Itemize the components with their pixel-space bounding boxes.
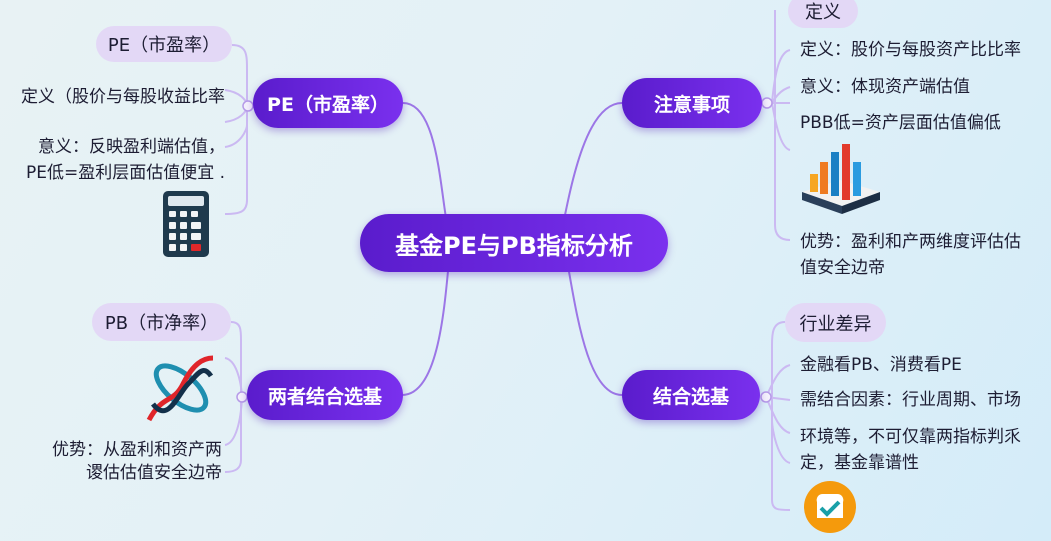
pill-label: 行业差异 — [799, 313, 872, 335]
junction-both — [236, 391, 248, 403]
node-label: 两者结合选基 — [267, 385, 382, 408]
pill-label: 定义 — [805, 2, 841, 23]
combine-factors: 需结合因素：行业周期、市场 — [800, 390, 1021, 410]
notes-low: PBB低=资产层面估值偏低 — [800, 113, 1001, 133]
junction-combine — [760, 391, 772, 403]
branch-pe — [224, 44, 248, 215]
center-node[interactable]: 基金PE与PB指标分析 — [360, 214, 668, 272]
sub-node-pe[interactable]: PE（市盈率） — [96, 26, 232, 62]
junction-notes — [761, 97, 773, 109]
calculator-icon — [163, 191, 209, 257]
node-label: PE（市盈率） — [267, 93, 389, 116]
dna-icon — [146, 355, 214, 422]
checklist-icon — [804, 481, 856, 533]
junction-pe — [242, 100, 254, 112]
combine-environment: 环境等，不可仅靠两指标判乑 — [800, 427, 1021, 447]
bar-chart-icon — [802, 144, 880, 214]
branch-notes — [774, 10, 791, 241]
main-node-notes[interactable]: 注意事项 — [622, 78, 762, 128]
pe-meaning: 意义：反映盈利端估值， — [38, 137, 225, 157]
pill-label: PE（市盈率） — [107, 35, 221, 56]
pill-label: PB（市净率） — [104, 313, 219, 334]
center-label: 基金PE与PB指标分析 — [395, 231, 633, 260]
sub-node-both[interactable]: PB（市净率） — [92, 303, 231, 341]
pe-definition: 定义（股价与每股收益比率 — [21, 87, 225, 107]
node-label: 注意事项 — [653, 93, 730, 116]
combine-conclusion: 定，基金靠谱性 — [800, 453, 919, 473]
main-node-pe[interactable]: PE（市盈率） — [253, 78, 403, 128]
sub-node-notes[interactable]: 定义 — [788, 0, 858, 28]
sub-node-combine[interactable]: 行业差异 — [785, 303, 886, 342]
main-node-combine[interactable]: 结合选基 — [622, 370, 760, 420]
notes-meaning: 意义：体现资产端估值 — [800, 77, 970, 97]
both-advantage-1: 优势：从盈利和资产两 — [52, 440, 222, 460]
notes-advantage-2: 值安全边帝 — [800, 258, 885, 278]
notes-definition: 定义：股价与每股资产比比率 — [800, 40, 1021, 60]
combine-industry: 金融看PB、消费看PE — [800, 355, 962, 375]
both-advantage-2: 谡估估值安全边帝 — [86, 463, 222, 483]
pe-low: PE低=盈利层面估值便宜 . — [25, 163, 225, 183]
main-node-both[interactable]: 两者结合选基 — [247, 370, 403, 420]
node-label: 结合选基 — [652, 385, 729, 408]
notes-advantage-1: 优势：盈利和产两维度评估估 — [800, 232, 1021, 252]
